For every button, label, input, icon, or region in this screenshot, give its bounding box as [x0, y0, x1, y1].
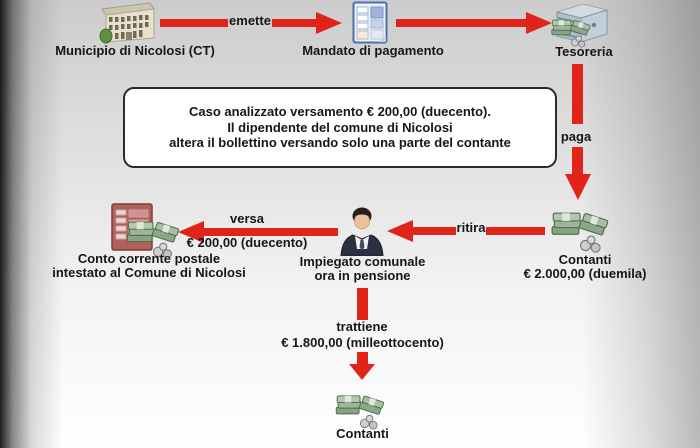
node-label-contanti-trattenuti: Contanti: [336, 426, 389, 441]
node-label-contanti-ritirati: Contanti € 2.000,00 (duemila): [503, 253, 667, 281]
note-line-3: altera il bollettino versando solo una p…: [169, 135, 511, 151]
node-label-mandato: Mandato di pagamento: [302, 43, 444, 58]
edge-label-emette: emette: [229, 13, 271, 28]
node-label-municipio: Municipio di Nicolosi (CT): [55, 43, 215, 58]
node-label-tesoreria: Tesoreria: [555, 44, 613, 59]
node-label-contanti-ritirati-line2: € 2.000,00 (duemila): [523, 266, 647, 281]
node-label-conto: Conto corrente postale intestato al Comu…: [18, 252, 280, 280]
arrow-emette-shaft-left: [160, 19, 228, 27]
edge-label-versa-amount: € 200,00 (duecento): [186, 235, 308, 250]
arrow-ritira-shaft-left: [413, 227, 456, 235]
arrow-emette-head: [316, 12, 342, 34]
arrow-mandato-tesoreria-head: [526, 12, 552, 34]
arrow-versa-shaft: [204, 228, 338, 236]
arrow-mandato-tesoreria-shaft: [396, 19, 528, 27]
node-label-contanti-ritirati-line1: Contanti: [558, 252, 612, 267]
edge-label-trattiene: trattiene: [336, 319, 388, 334]
arrow-paga-shaft-bottom: [572, 147, 583, 174]
edge-label-versa: versa: [230, 211, 264, 226]
edge-label-trattiene-amount: € 1.800,00 (milleottocento): [281, 335, 444, 350]
arrow-paga-shaft-top: [572, 64, 583, 124]
node-label-conto-line1: Conto corrente postale: [77, 251, 221, 266]
arrow-versa-head: [178, 221, 204, 243]
arrow-trattiene-shaft-bottom: [357, 352, 368, 364]
note-line-1: Caso analizzato versamento € 200,00 (due…: [189, 104, 491, 120]
arrow-ritira-head: [387, 220, 413, 242]
businessman-icon: [339, 206, 385, 256]
node-label-impiegato-line1: Impiegato comunale: [299, 254, 426, 269]
edge-label-paga: paga: [560, 129, 592, 144]
edge-label-ritira: ritira: [456, 220, 486, 235]
cash-stack-icon: [334, 392, 386, 430]
town-hall-building-icon: [99, 0, 157, 44]
arrow-trattiene-head: [349, 364, 375, 380]
note-line-2: Il dipendente del comune di Nicolosi: [227, 119, 453, 135]
payment-form-document-icon: [352, 1, 388, 44]
node-label-impiegato-line2: ora in pensione: [314, 268, 411, 283]
node-label-impiegato: Impiegato comunale ora in pensione: [292, 255, 433, 283]
arrow-paga-head: [565, 174, 591, 200]
arrow-emette-shaft-right: [272, 19, 316, 27]
cash-stack-icon: [551, 208, 609, 254]
case-note-box: Caso analizzato versamento € 200,00 (due…: [123, 87, 557, 168]
arrow-ritira-shaft-right: [486, 227, 545, 235]
node-label-conto-line2: intestato al Comune di Nicolosi: [52, 265, 246, 280]
safe-with-cash-icon: [549, 1, 611, 48]
arrow-trattiene-shaft-top: [357, 288, 368, 320]
